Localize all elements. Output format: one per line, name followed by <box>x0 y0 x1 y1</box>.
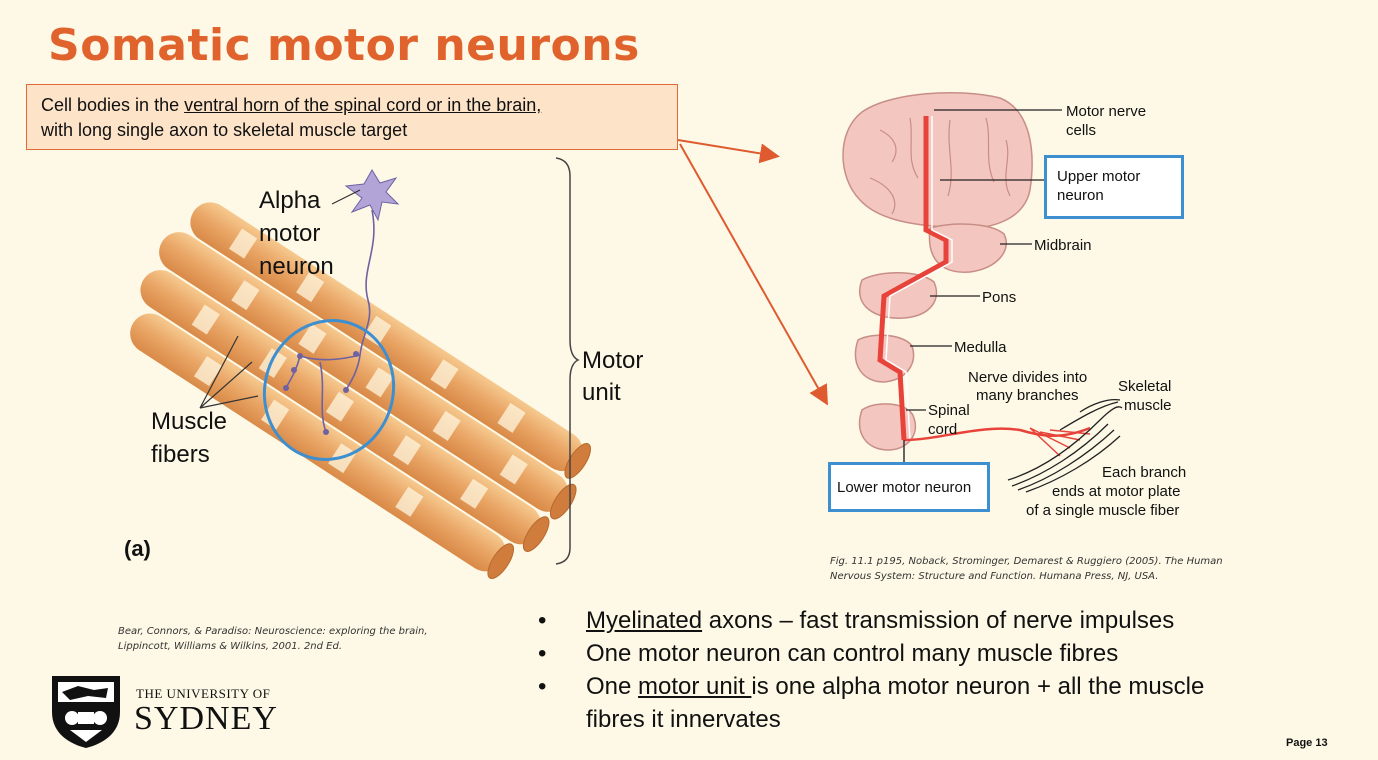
alpha-neuron-axon <box>285 209 375 433</box>
right-citation-2: Nervous System: Structure and Function. … <box>830 571 1159 582</box>
callout-arrow-upper <box>677 139 780 164</box>
label-spinal-1: Spinal <box>928 402 970 419</box>
brain-diagram <box>842 92 1123 493</box>
alpha-neuron-soma <box>344 169 400 222</box>
label-unit-2: unit <box>582 379 621 406</box>
bullet2-text: One motor neuron can control many muscle… <box>586 640 1119 667</box>
label-nerve-2: many branches <box>976 387 1079 404</box>
label-motor-cells-1: Motor nerve <box>1066 103 1147 120</box>
label-skeletal-1: Skeletal <box>1118 378 1172 395</box>
lower-motor-neuron-box: Lower motor neuron <box>828 462 990 512</box>
bullet-item: •One motor unit is one alpha motor neuro… <box>538 673 1205 733</box>
label-alpha-1: Alpha <box>259 187 321 214</box>
callout-underlined: ventral horn of the spinal cord or in th… <box>184 95 542 115</box>
brain-label-leaders <box>906 109 1062 411</box>
label-muscle-1: Muscle <box>151 408 228 435</box>
label-upper-1: Upper motor <box>1057 168 1141 185</box>
callout-arrow-lower <box>679 143 828 406</box>
motor-unit-bracket <box>555 157 580 565</box>
panel-label: (a) <box>124 536 151 561</box>
label-skeletal-2: muscle <box>1124 397 1172 414</box>
bullet3-underlined: motor unit <box>638 673 752 700</box>
callout-prefix: Cell bodies in the <box>41 95 185 115</box>
bullet-item: •One motor neuron can control many muscl… <box>538 640 1119 667</box>
left-citation-2: Lippincott, Williams & Wilkins, 2001. 2n… <box>118 641 343 652</box>
alpha-label-leader <box>331 189 361 205</box>
label-midbrain: Midbrain <box>1034 237 1092 254</box>
callout-line2: with long single axon to skeletal muscle… <box>41 120 408 140</box>
page-number: Page 13 <box>1286 737 1328 749</box>
label-alpha-2: motor <box>259 220 321 247</box>
bullet-item: •Myelinated axons – fast transmission of… <box>538 607 1175 634</box>
label-branch-1: Each branch <box>1102 464 1187 481</box>
motor-unit-ellipse <box>262 319 396 461</box>
logo-university-text: THE UNIVERSITY OF <box>136 686 271 701</box>
label-alpha-3: neuron <box>259 253 334 280</box>
university-crest-icon <box>52 676 120 748</box>
right-citation-1: Fig. 11.1 p195, Noback, Strominger, Dema… <box>830 556 1223 567</box>
bullet3-line2: fibres it innervates <box>586 706 781 733</box>
muscle-label-leaders <box>199 335 259 409</box>
label-unit-1: Motor <box>582 347 644 374</box>
bullet3-pre: One <box>586 673 639 700</box>
bullet-list: •Myelinated axons – fast transmission of… <box>530 604 1320 736</box>
left-citation-1: Bear, Connors, & Paradiso: Neuroscience:… <box>118 626 428 637</box>
label-spinal-2: cord <box>928 421 958 438</box>
label-upper-2: neuron <box>1057 187 1104 204</box>
bullet3-rest: is one alpha motor neuron + all the musc… <box>751 673 1205 700</box>
slide-title: Somatic motor neurons <box>48 20 640 71</box>
label-lower: Lower motor neuron <box>837 479 972 496</box>
label-muscle-2: fibers <box>151 441 210 468</box>
upper-motor-neuron-box: Upper motor neuron <box>1044 155 1184 219</box>
label-motor-cells-2: cells <box>1066 122 1097 139</box>
label-pons: Pons <box>982 289 1017 306</box>
bullet1-rest: axons – fast transmission of nerve impul… <box>702 607 1175 634</box>
label-medulla: Medulla <box>954 339 1007 356</box>
label-branch-3: of a single muscle fiber <box>1026 502 1180 519</box>
label-nerve-1: Nerve divides into <box>968 369 1088 386</box>
muscle-fiber-bundle <box>130 202 592 579</box>
logo-sydney-text: SYDNEY <box>134 700 278 737</box>
label-branch-2: ends at motor plate <box>1052 483 1181 500</box>
bullet1-underlined: Myelinated <box>586 607 703 634</box>
callout-box: Cell bodies in the ventral horn of the s… <box>26 84 678 150</box>
